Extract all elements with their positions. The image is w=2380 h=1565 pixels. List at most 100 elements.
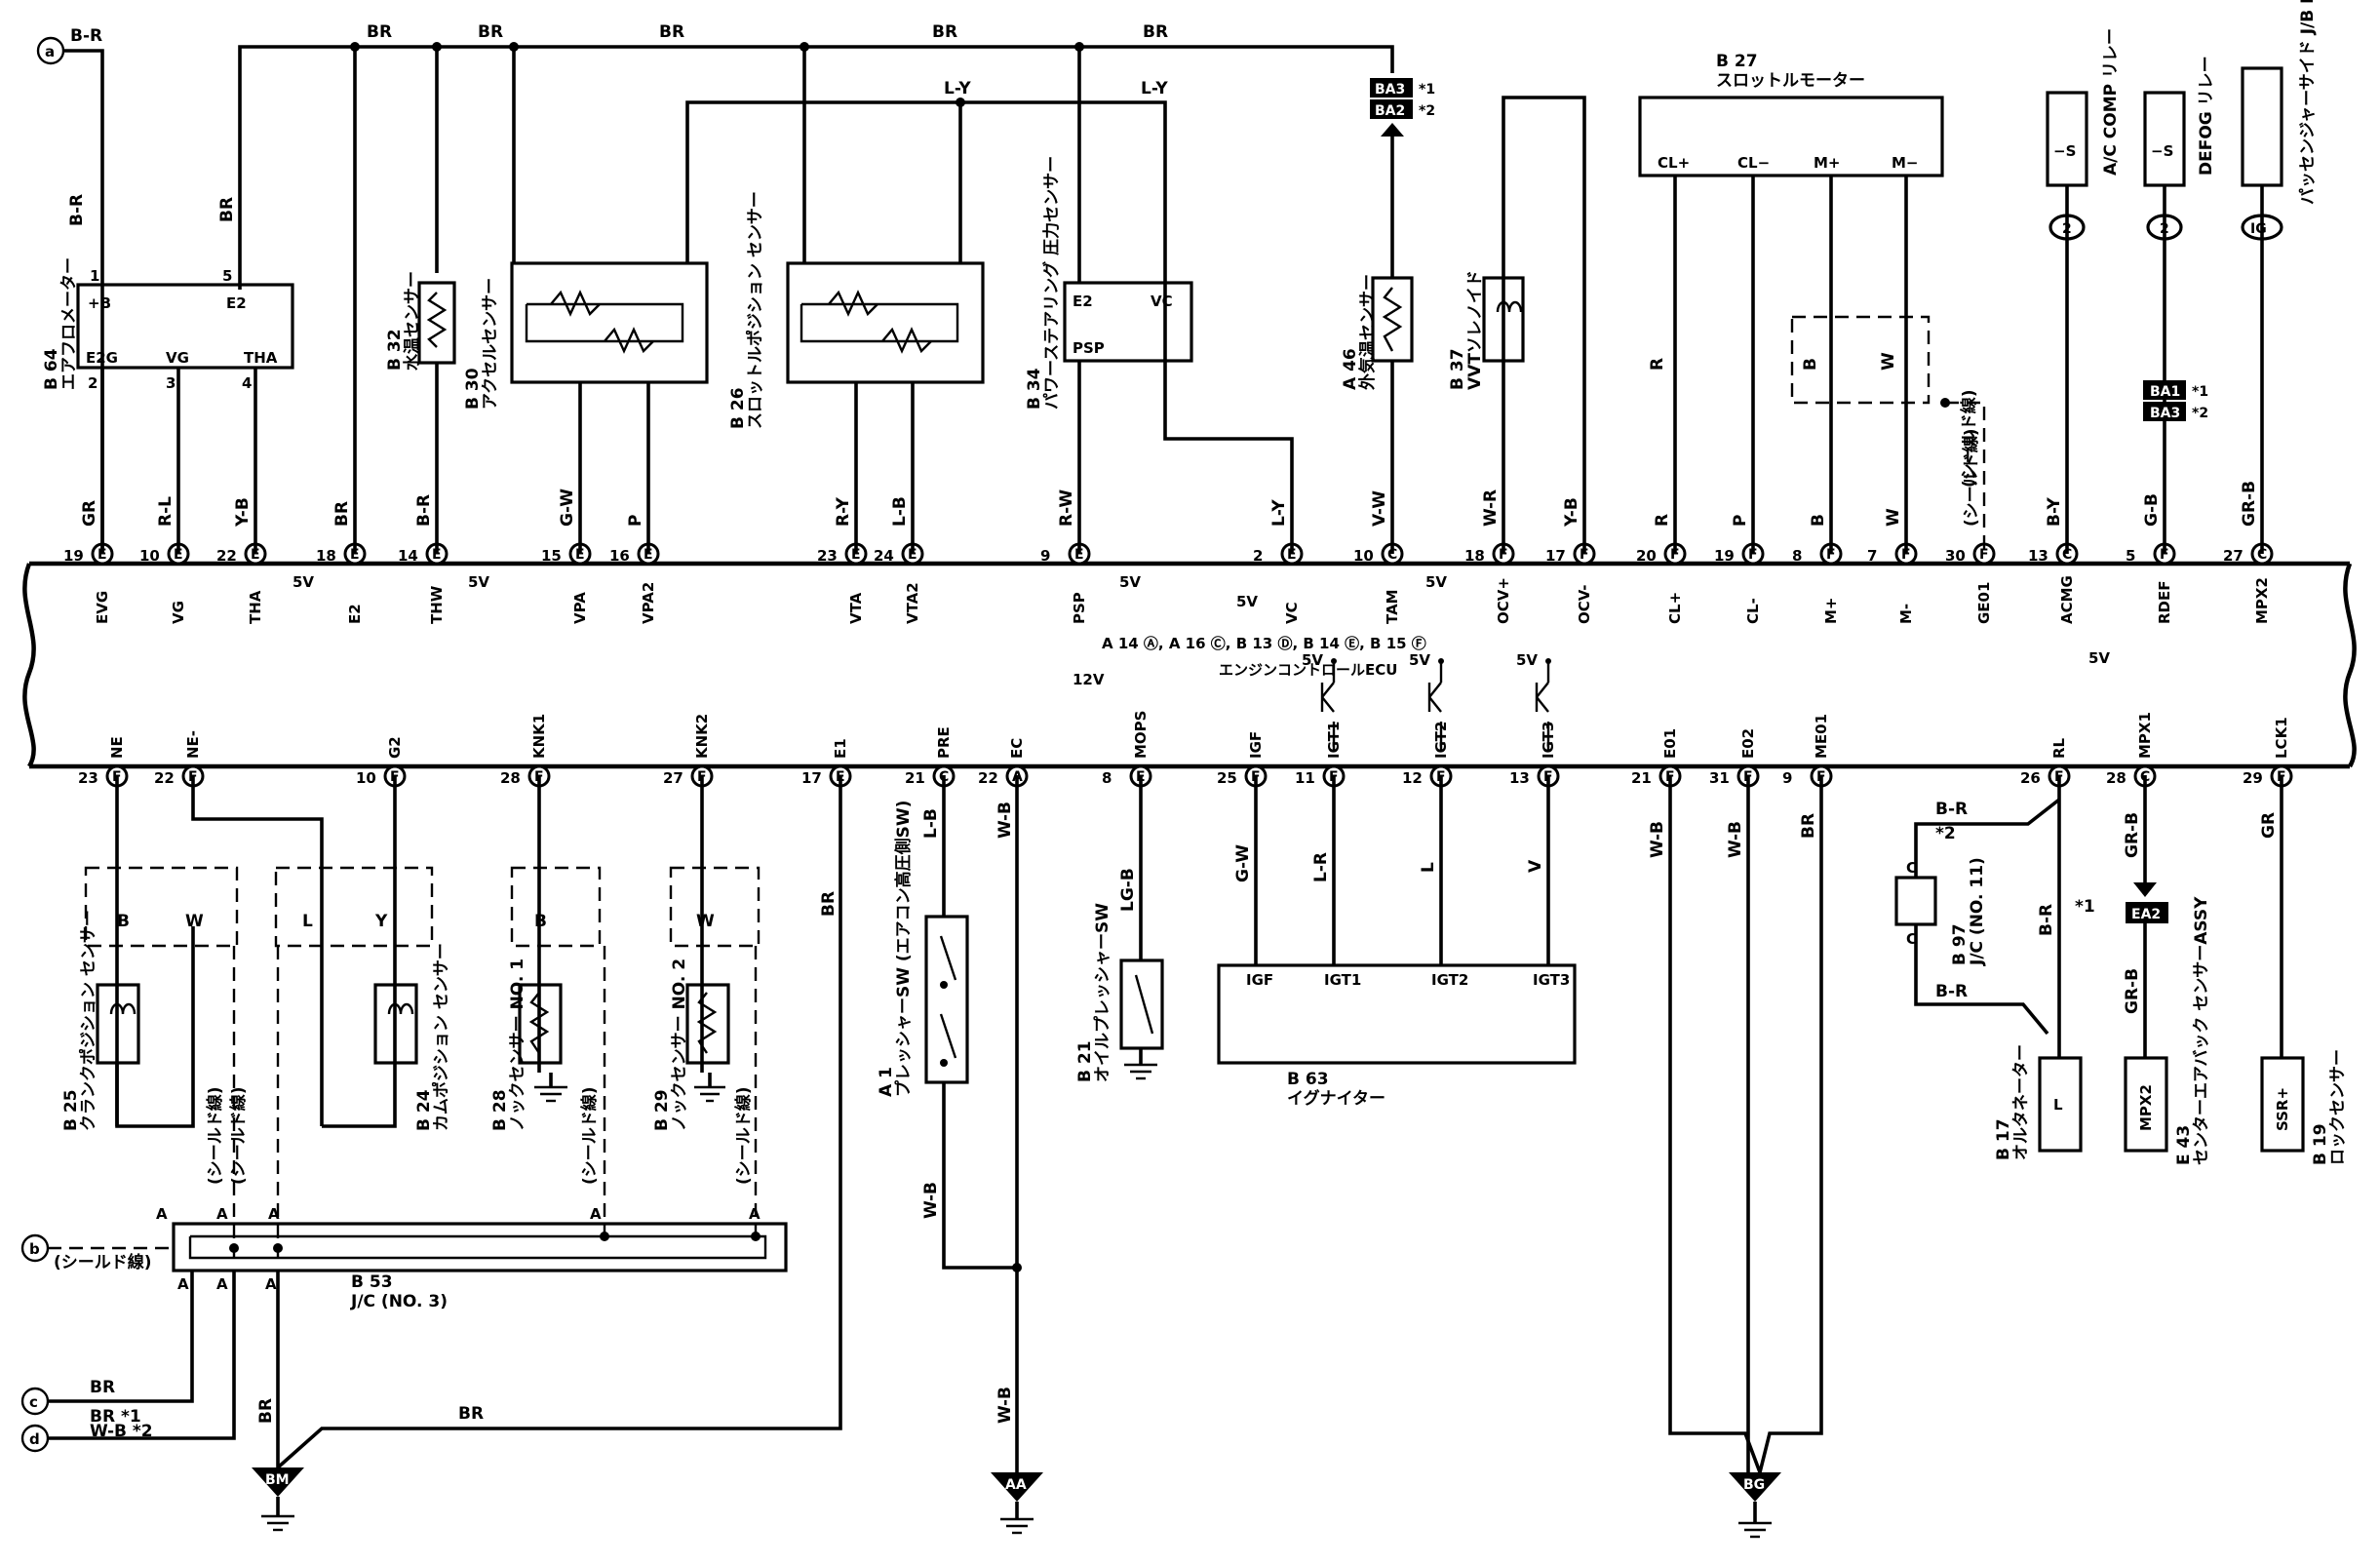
svg-text:W: W [1879,352,1898,371]
svg-text:カムポジション センサー: カムポジション センサー [431,943,451,1131]
svg-text:L-B: L-B [921,808,941,839]
terminal-pin: 23 [817,547,838,565]
terminal-pin: 10 [1353,547,1374,565]
terminal-name: RDEF [2156,581,2173,625]
terminal-pin: 28 [500,769,521,787]
svg-text:W-B: W-B [1648,821,1667,858]
svg-text:BR: BR [90,1378,115,1397]
svg-text:(シールド線): (シールド線) [228,1086,249,1185]
svg-text:W-B *2: W-B *2 [90,1422,153,1441]
terminal-connector: F [1580,547,1589,563]
br-bus: BR BR BR BR BR BR [217,22,1394,554]
b32-water-temp-sensor: B 32 水温センサー [385,271,456,554]
svg-text:E2G: E2G [86,349,118,367]
terminal-pin: 12 [1402,769,1423,787]
terminal-pin: 15 [541,547,562,565]
terminal-pin: 18 [1464,547,1485,565]
terminal-connector: F [1979,547,1989,563]
a46-outside-temp-sensor: BA3 BA2 *1 *2 A 46 外気温センサー [1341,78,1435,554]
svg-text:A 1: A 1 [877,1067,896,1097]
svg-text:L: L [2053,1096,2063,1114]
svg-text:W: W [185,912,204,931]
svg-text:BR: BR [478,22,503,42]
svg-text:BA3: BA3 [2150,406,2180,421]
svg-text:d: d [29,1430,40,1448]
svg-text:ロックセンサー: ロックセンサー [2328,1049,2348,1165]
svg-text:W: W [696,912,715,931]
b34-power-steering-sensor: E2 VC PSP B 34 パワーステアリング 圧力センサー [1025,156,1193,554]
svg-text:E2: E2 [226,294,247,312]
svg-text:12V: 12V [1073,671,1105,688]
terminal-connector: E [174,547,183,563]
terminal-name: E01 [1661,728,1679,759]
terminal-name: ME01 [1813,714,1830,759]
terminal-name: M+ [1822,598,1840,625]
terminal-wire-color: GR-B [2240,481,2259,527]
svg-text:B 27: B 27 [1716,52,1758,71]
svg-text:イグナイター: イグナイター [1287,1088,1385,1109]
terminal-wire-color: GR [80,500,99,527]
svg-text:IGT2: IGT2 [1431,971,1468,989]
terminal-pin: 14 [398,547,418,565]
terminal-name: VTA [847,592,865,624]
b17-alternator: C C B-R *2 B-R B-R *1 B 97 J/C (NO. 11) … [1894,775,2095,1160]
svg-text:V: V [1526,859,1545,873]
svg-text:VG: VG [166,349,189,367]
terminal-pin: 24 [874,547,894,565]
terminal-name: CL+ [1666,592,1684,624]
terminal-name: NE- [184,730,202,759]
svg-text:L: L [302,912,313,931]
ground-bg: W-B W-B BR BG [1648,775,1823,1539]
svg-text:BR: BR [256,1398,276,1424]
svg-text:1: 1 [90,267,99,285]
terminal-name: KNK2 [693,714,711,759]
terminal-wire-color: G-B [2142,493,2162,527]
terminal-pin: 20 [1636,547,1657,565]
terminal-wire-color: R-L [156,496,176,527]
svg-text:L: L [1419,862,1438,873]
terminal-connector: F [2160,547,2169,563]
terminal-pin: 7 [1867,547,1877,565]
svg-text:5V: 5V [1302,651,1323,669]
terminal-connector: F [1826,547,1836,563]
svg-text:B 97: B 97 [1950,923,1970,965]
svg-text:オルタネーター: オルタネーター [2011,1044,2031,1160]
terminal-wire-color: P [626,515,645,527]
terminal-name: PSP [1071,592,1088,624]
terminal-pin: 29 [2243,769,2263,787]
ac-comp-relay: −S A/C COMP リレー 2 [2046,28,2121,554]
terminal-connector: F [1901,547,1911,563]
terminal-name: E1 [832,738,849,759]
svg-text:W-B: W-B [995,802,1015,839]
svg-text:パワーステアリング 圧力センサー: パワーステアリング 圧力センサー [1041,156,1062,410]
svg-text:BR: BR [932,22,957,42]
b19-lock-sensor: SSR+ GR B 19 ロックセンサー [2259,775,2348,1165]
terminal-name: ACMG [2058,575,2076,624]
terminal-name: LCK1 [2273,717,2290,759]
svg-text:BA1: BA1 [2150,384,2180,400]
svg-text:c: c [29,1393,38,1411]
b63-igniter: IGF IGT1 IGT2 IGT3 B 63 イグナイター G-W L-R L… [1217,775,1577,1109]
svg-text:*1: *1 [2075,897,2095,917]
svg-text:*1: *1 [1419,82,1435,98]
terminal-wire-color: G-W [558,489,577,527]
terminal-pin: 16 [609,547,630,565]
terminal-name: VPA2 [640,582,657,624]
svg-text:A: A [590,1205,602,1223]
terminal-wire-color: BR [332,501,352,527]
ecu-connector-list: A 14 Ⓐ, A 16 Ⓒ, B 13 Ⓓ, B 14 Ⓔ, B 15 Ⓕ [1102,635,1426,652]
terminal-name: M- [1897,604,1915,624]
